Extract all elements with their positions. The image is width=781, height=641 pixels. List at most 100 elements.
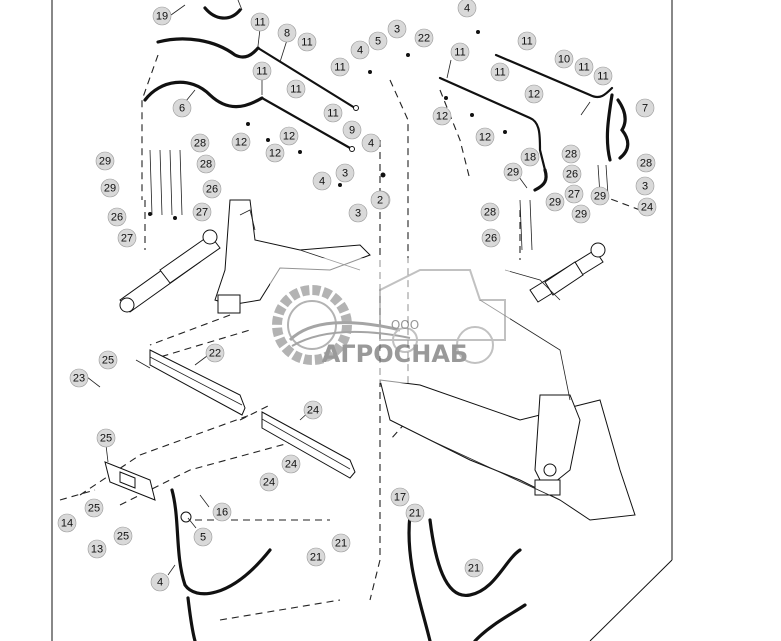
callout-23: 23	[69, 368, 89, 388]
callout-number: 28	[640, 158, 652, 170]
callout-bubble	[265, 143, 285, 163]
callout-14: 14	[57, 513, 77, 533]
callout-11: 11	[574, 57, 594, 77]
callout-bubble	[117, 228, 137, 248]
callout-number: 12	[269, 148, 281, 160]
callout-12: 12	[524, 84, 544, 104]
callout-number: 11	[597, 71, 608, 83]
callout-number: 29	[575, 209, 587, 221]
callout-29: 29	[571, 204, 591, 224]
callout-bubble	[279, 126, 299, 146]
callout-bubble	[212, 502, 232, 522]
callout-bubble	[202, 179, 222, 199]
callout-bubble	[480, 202, 500, 222]
callout-25: 25	[84, 498, 104, 518]
callout-number: 3	[394, 24, 400, 36]
callout-bubble	[250, 12, 270, 32]
callout-11: 11	[450, 42, 470, 62]
callout-22: 22	[414, 28, 434, 48]
angle-bracket-upper	[149, 349, 246, 416]
callout-bubble	[635, 176, 655, 196]
callout-number: 11	[521, 36, 532, 48]
callout-number: 4	[368, 138, 374, 150]
callout-number: 21	[310, 552, 322, 564]
callout-28: 28	[636, 153, 656, 173]
callout-3: 3	[348, 203, 368, 223]
callout-28: 28	[480, 202, 500, 222]
callout-4: 4	[312, 171, 332, 191]
callout-bubble	[98, 350, 118, 370]
callout-5: 5	[193, 527, 213, 547]
callout-number: 19	[156, 11, 168, 23]
callout-number: 13	[91, 544, 103, 556]
callout-number: 29	[594, 191, 606, 203]
callout-number: 18	[524, 152, 536, 164]
callout-number: 11	[301, 37, 312, 49]
callout-bubble	[574, 57, 594, 77]
callout-27: 27	[117, 228, 137, 248]
callout-4: 4	[361, 133, 381, 153]
callout-bubble	[190, 133, 210, 153]
callout-number: 21	[409, 508, 421, 520]
lower-right-hose	[407, 513, 527, 641]
callout-4: 4	[150, 572, 170, 592]
callout-bubble	[450, 42, 470, 62]
callout-bubble	[562, 164, 582, 184]
callout-3: 3	[635, 176, 655, 196]
callout-bubble	[57, 513, 77, 533]
callout-24: 24	[259, 472, 279, 492]
callout-19: 19	[152, 6, 172, 26]
callout-bubble	[192, 202, 212, 222]
callout-number: 7	[642, 103, 648, 115]
callout-number: 25	[102, 355, 114, 367]
callout-number: 21	[335, 538, 347, 550]
callout-5: 5	[368, 31, 388, 51]
callout-number: 27	[568, 189, 580, 201]
callout-number: 14	[61, 518, 73, 530]
callout-bubble	[457, 0, 477, 18]
callout-bubble	[84, 498, 104, 518]
callout-number: 11	[454, 47, 465, 59]
callout-25: 25	[96, 428, 116, 448]
callout-3: 3	[335, 163, 355, 183]
callout-number: 28	[200, 159, 212, 171]
callout-4: 4	[457, 0, 477, 18]
callout-11: 11	[297, 32, 317, 52]
callout-bubble	[475, 127, 495, 147]
diagram-frame	[51, 0, 673, 641]
callout-29: 29	[545, 192, 565, 212]
callout-18: 18	[520, 147, 540, 167]
right-hose-pipe-group	[438, 53, 630, 192]
callout-number: 4	[357, 45, 363, 57]
callout-bubble	[387, 19, 407, 39]
callout-2: 2	[370, 190, 390, 210]
callout-number: 22	[209, 348, 221, 360]
callout-number: 24	[285, 459, 297, 471]
right-blade-assembly	[379, 269, 636, 521]
callout-number: 12	[235, 137, 247, 149]
callout-bubble	[481, 228, 501, 248]
watermark-company-name: АГРОСНАБ	[322, 340, 468, 368]
callout-11: 11	[250, 12, 270, 32]
callout-11: 11	[517, 31, 537, 51]
callout-bubble	[306, 547, 326, 567]
right-fasteners	[444, 3, 609, 251]
callout-12: 12	[279, 126, 299, 146]
callout-bubble	[545, 192, 565, 212]
callout-25: 25	[98, 350, 118, 370]
callout-28: 28	[190, 133, 210, 153]
bracket-plate	[104, 461, 156, 501]
callout-27: 27	[192, 202, 212, 222]
callout-bubble	[368, 31, 388, 51]
callout-bubble	[593, 66, 613, 86]
callout-bubble	[205, 343, 225, 363]
callout-28: 28	[196, 154, 216, 174]
callout-bubble	[323, 103, 343, 123]
callout-17: 17	[390, 487, 410, 507]
callout-bubble	[370, 190, 390, 210]
callout-bubble	[286, 79, 306, 99]
left-hose-pipe-group	[143, 0, 359, 152]
callout-bubble	[281, 454, 301, 474]
callout-bubble	[196, 154, 216, 174]
